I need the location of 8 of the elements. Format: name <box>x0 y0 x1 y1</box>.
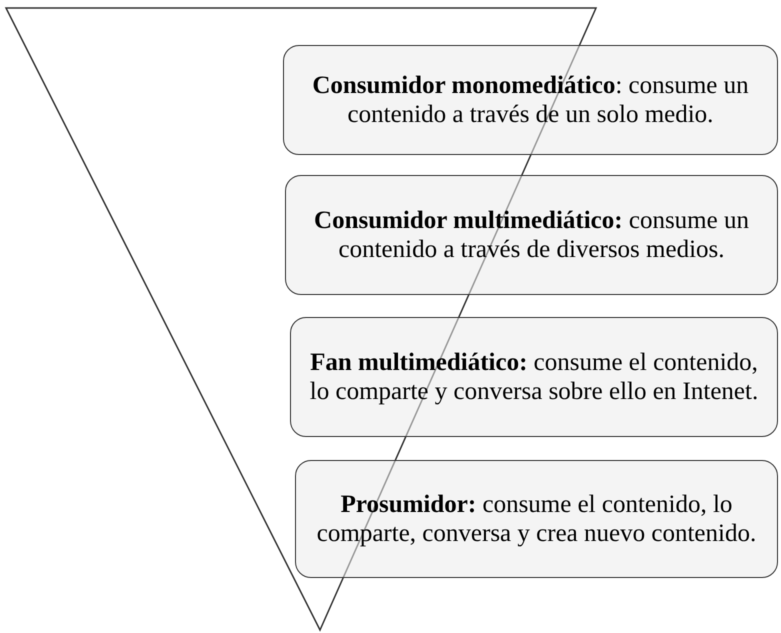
rounded-box <box>295 460 778 578</box>
description-text: Fan multimediático: consume el contenido, lo comparte y conversa sobre ello en Intenet. <box>308 348 760 406</box>
rounded-box <box>283 45 778 155</box>
description-text: Prosumidor: consume el contenido, lo comparte, conversa y crea nuevo contenido. <box>316 490 758 548</box>
description-text: Consumidor multimediático: consume un contenido a través de diversos medios. <box>313 206 750 264</box>
description-text: Consumidor monomediático: consume un contenido a través de un solo medio. <box>311 71 750 129</box>
rounded-box <box>290 317 778 437</box>
rounded-box <box>285 175 778 295</box>
